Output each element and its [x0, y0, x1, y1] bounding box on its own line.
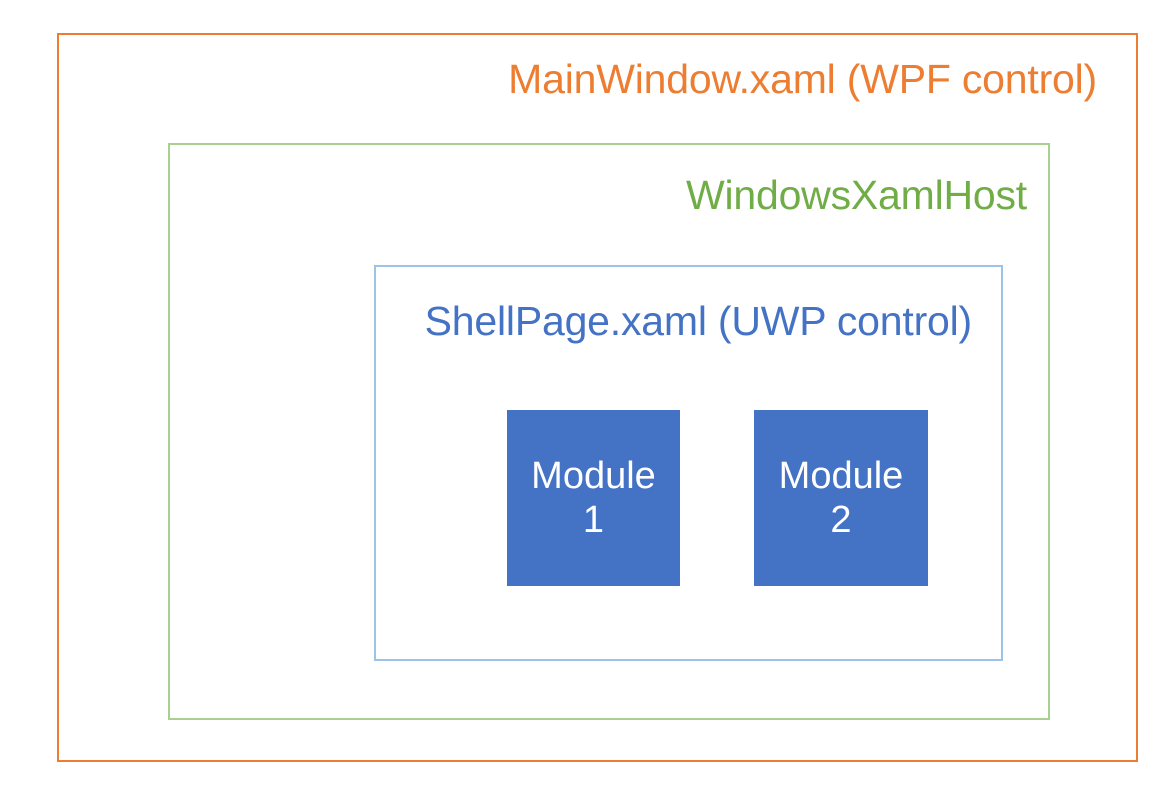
- layer-label-windowsxamlhost: WindowsXamlHost: [685, 172, 1027, 218]
- module-block-2[interactable]: Module 2: [754, 410, 928, 586]
- module-block-2-name: Module: [778, 454, 904, 497]
- module-block-1[interactable]: Module 1: [507, 410, 680, 586]
- module-block-1-index: 1: [582, 499, 605, 541]
- module-block-2-index: 2: [830, 499, 852, 541]
- layer-shellpage-uwp: ShellPage.xaml (UWP control) Module 1 Mo…: [374, 265, 1003, 661]
- layer-label-mainwindow-wpf: MainWindow.xaml (WPF control): [508, 56, 1097, 102]
- layer-label-shellpage-uwp: ShellPage.xaml (UWP control): [424, 298, 973, 344]
- module-block-1-name: Module: [531, 454, 656, 497]
- layer-windowsxamlhost: WindowsXamlHost ShellPage.xaml (UWP cont…: [168, 143, 1050, 720]
- layer-mainwindow-wpf: MainWindow.xaml (WPF control) WindowsXam…: [57, 33, 1138, 762]
